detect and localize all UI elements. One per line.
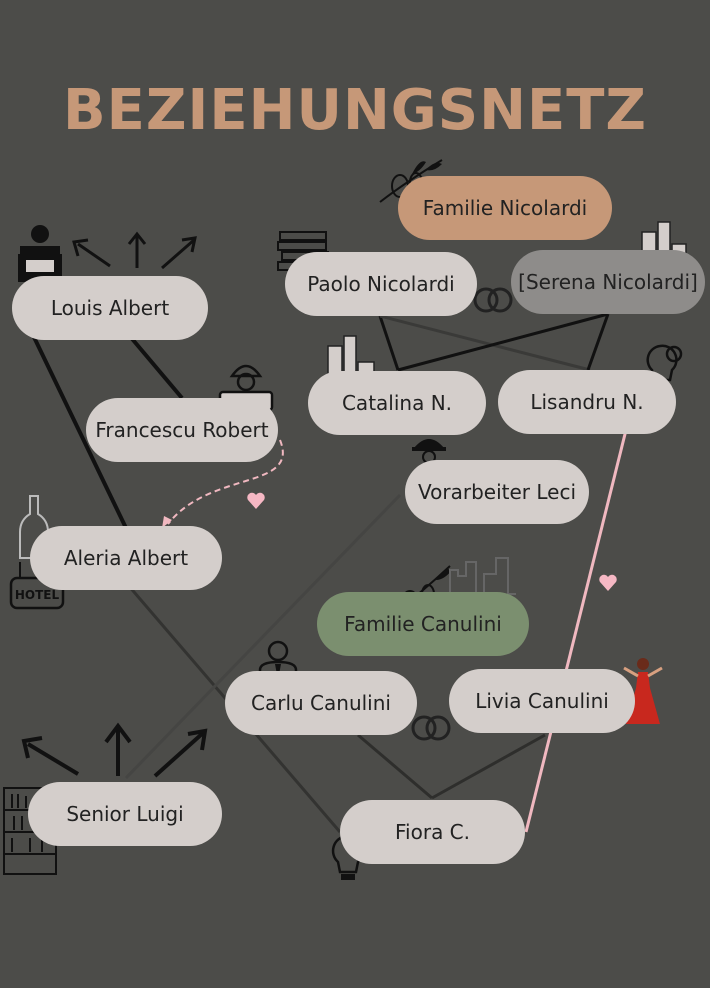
rings-icon xyxy=(411,715,451,741)
node-livia-canulini: Livia Canulini xyxy=(449,669,635,733)
node-familie-nicolardi: Familie Nicolardi xyxy=(398,176,612,240)
heart-icon xyxy=(599,574,617,591)
line-carlu-fiora xyxy=(357,733,433,800)
node-serena-nicolardi: [Serena Nicolardi] xyxy=(511,250,705,314)
dashed-love-curve xyxy=(167,439,284,525)
woman-red-dress-icon xyxy=(623,658,663,724)
louis-arrows xyxy=(72,231,197,270)
line-louis-francescu xyxy=(126,332,184,400)
node-senior-luigi: Senior Luigi xyxy=(28,782,222,846)
line-serena-catalina xyxy=(397,312,609,372)
line-lisandru-fiora-love xyxy=(524,421,630,833)
ruined-castle-icon xyxy=(449,557,516,595)
node-carlu-canulini: Carlu Canulini xyxy=(225,671,417,735)
node-paolo-nicolardi: Paolo Nicolardi xyxy=(285,252,477,316)
node-fiora: Fiora C. xyxy=(340,800,525,864)
line-livia-fiora xyxy=(431,733,546,800)
node-familie-canulini: Familie Canulini xyxy=(317,592,529,656)
node-francescu-robert: Francescu Robert xyxy=(86,398,278,462)
heart-icon xyxy=(247,492,265,509)
judge-podium-icon xyxy=(18,225,62,282)
line-leci-luigi xyxy=(124,493,402,780)
dashed-arrowhead xyxy=(162,516,172,528)
node-aleria-albert: Aleria Albert xyxy=(30,526,222,590)
node-louis-albert: Louis Albert xyxy=(12,276,208,340)
hotel-sign-label: HOTEL xyxy=(15,588,60,602)
node-vorarbeiter-leci: Vorarbeiter Leci xyxy=(405,460,589,524)
luigi-arrows xyxy=(21,722,208,778)
page-title: BEZIEHUNGSNETZ xyxy=(62,78,648,143)
node-catalina: Catalina N. xyxy=(308,371,486,435)
line-paolo-lisandru xyxy=(379,314,591,372)
line-paolo-catalina xyxy=(378,315,400,371)
line-serena-lisandru xyxy=(586,313,610,371)
line-louis-aleria xyxy=(30,332,128,529)
rings-icon xyxy=(473,287,513,313)
node-lisandru: Lisandru N. xyxy=(498,370,676,434)
